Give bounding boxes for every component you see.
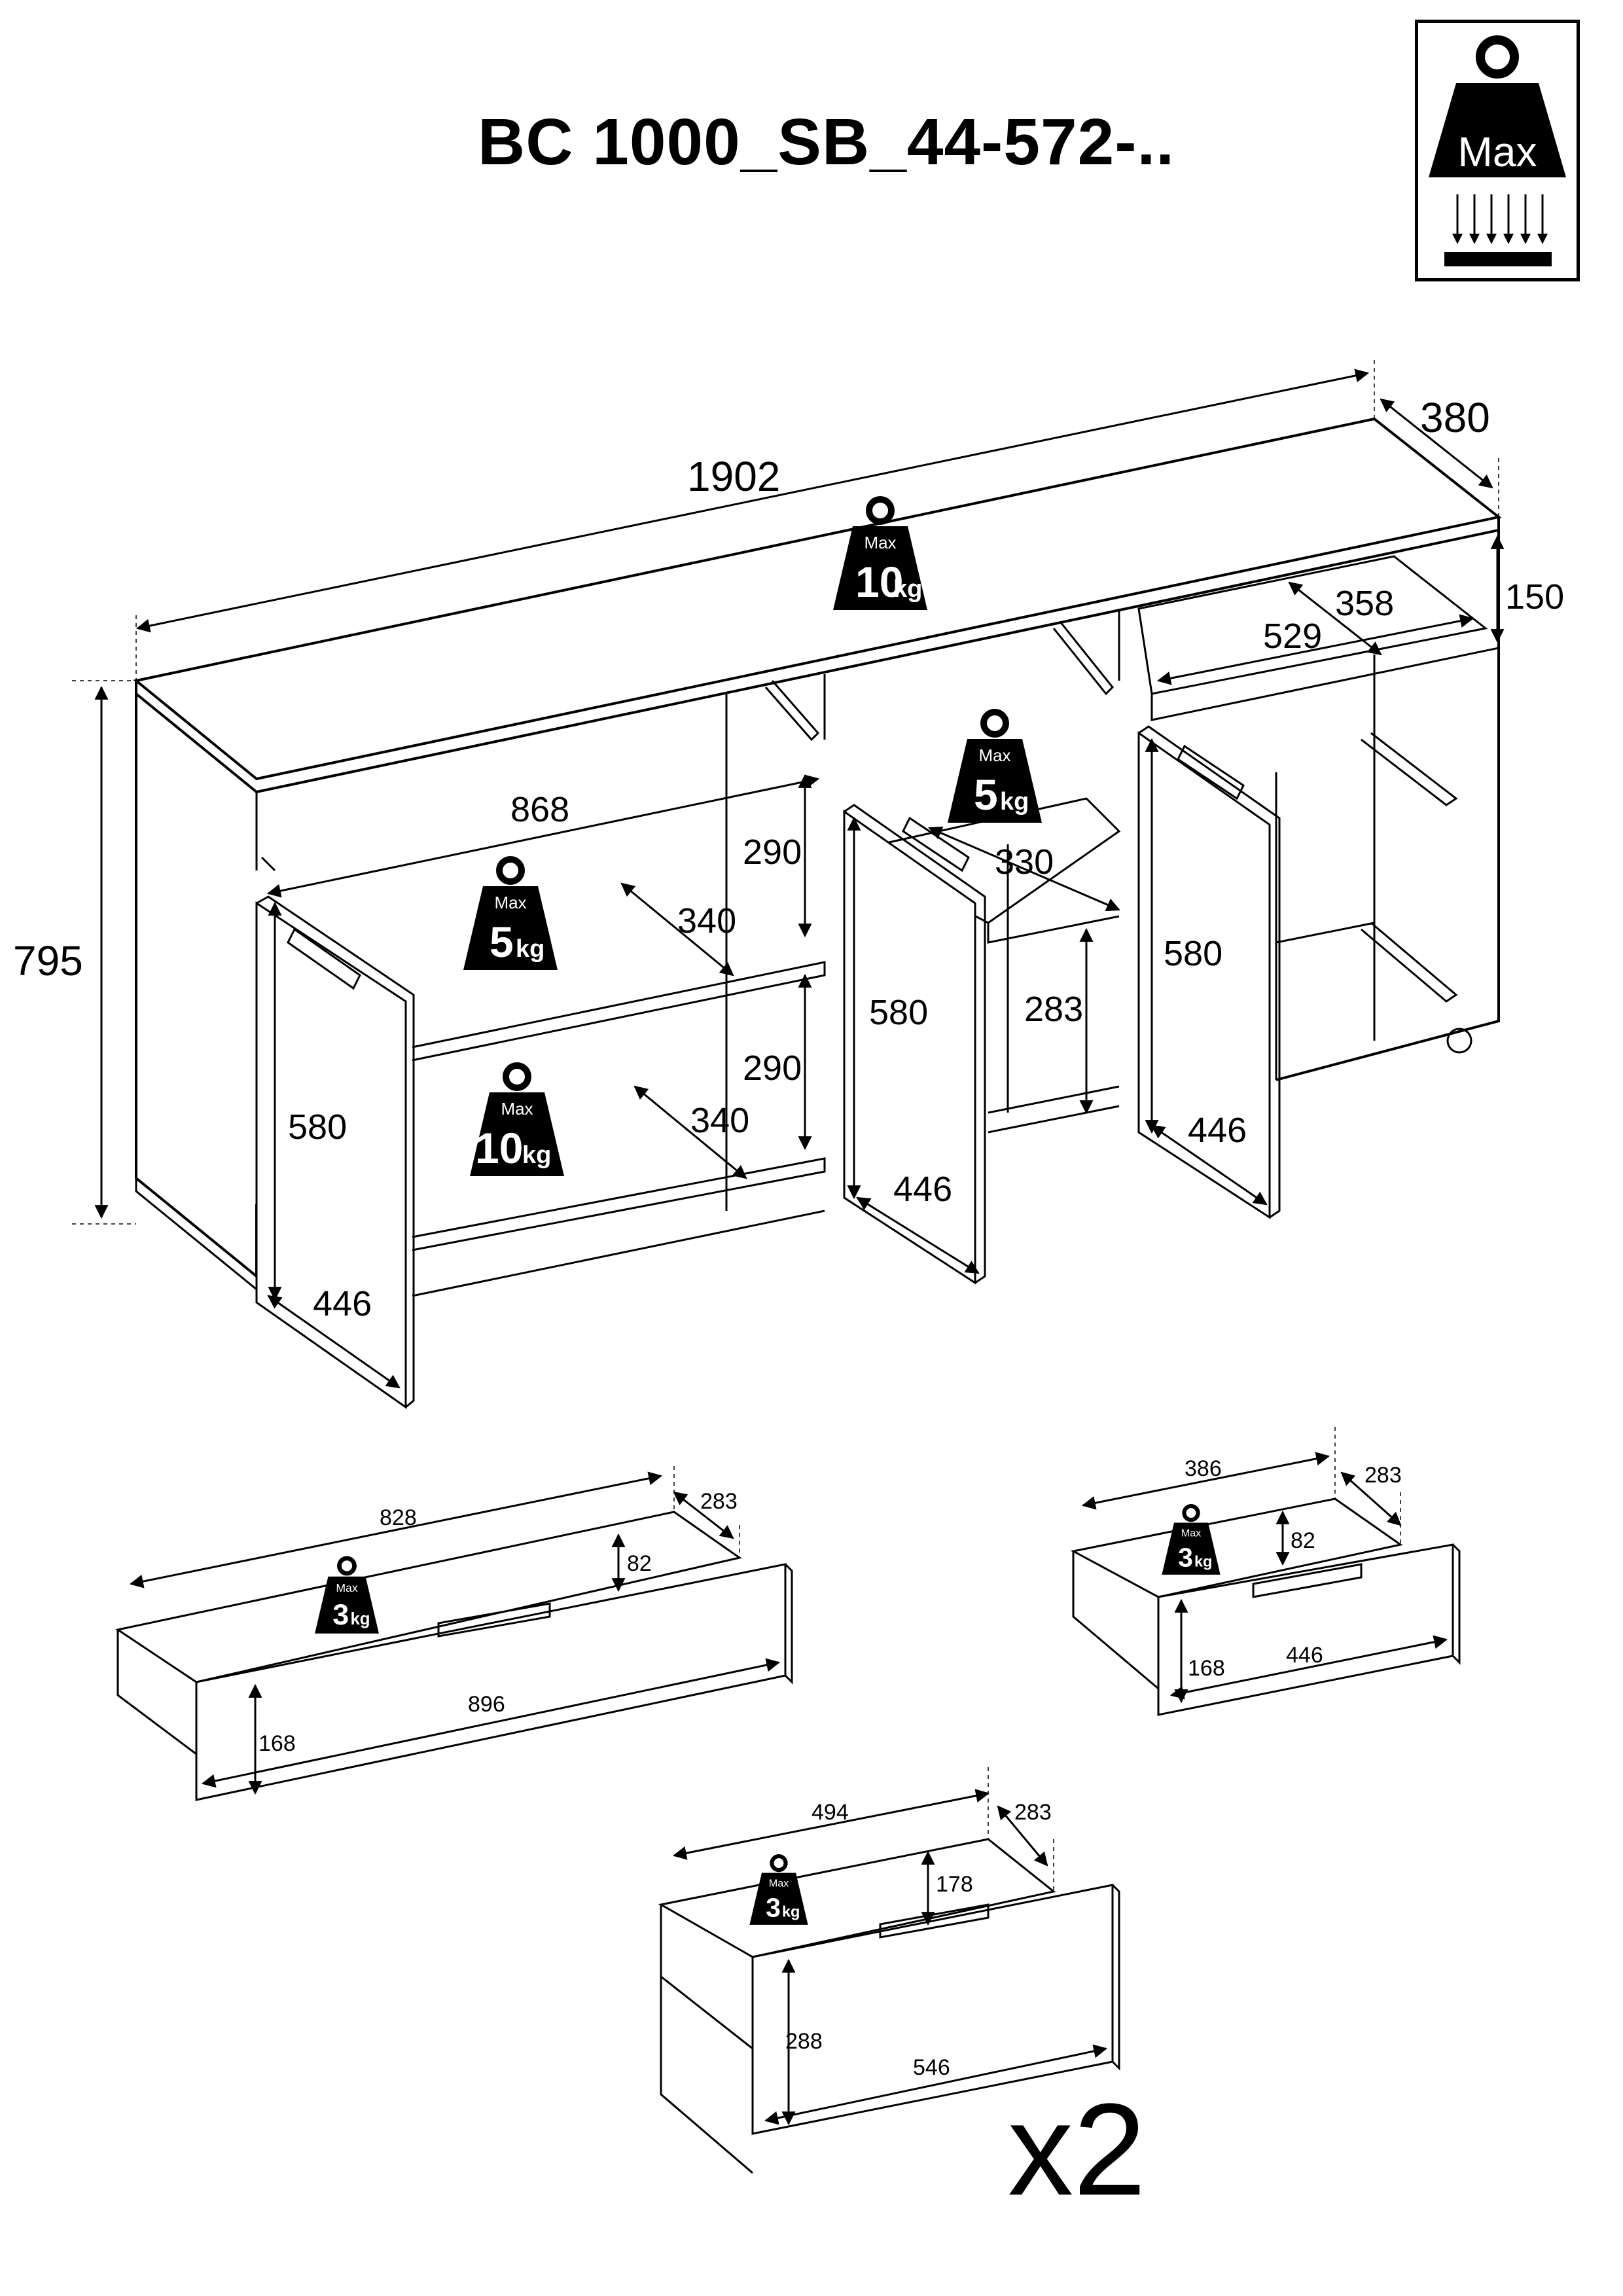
dim-drawer-wide-inner-width: 828: [380, 1505, 417, 1530]
svg-text:Max: Max: [501, 1099, 533, 1119]
svg-text:kg: kg: [782, 1903, 800, 1920]
dim-left-shelf-depth-lower: 340: [690, 1101, 749, 1140]
dim-drawer-deep-front-width: 546: [913, 2055, 950, 2080]
svg-text:kg: kg: [1000, 788, 1029, 816]
svg-text:3: 3: [1178, 1542, 1193, 1572]
weight-icon-drawer-deep: Max 3 kg: [749, 1856, 808, 1925]
weight-icon-top: Max 10 kg: [833, 499, 927, 610]
max-weight-icon: [1429, 35, 1566, 266]
dim-drawer-small-front-height: 168: [1188, 1656, 1225, 1681]
svg-text:Max: Max: [769, 1878, 789, 1890]
dim-top-cavity-height: 150: [1505, 577, 1564, 617]
drawer-deep: 494 283 178 546 288: [658, 1767, 1120, 2174]
dim-left-shelf-depth-upper: 340: [677, 901, 736, 941]
dim-middle-shelf-depth: 330: [995, 842, 1054, 882]
svg-text:kg: kg: [522, 1141, 551, 1169]
svg-text:kg: kg: [350, 1610, 370, 1628]
weight-icon-drawer-small: Max 3 kg: [1162, 1506, 1220, 1575]
dim-middle-door-height: 580: [869, 993, 928, 1032]
svg-text:Max: Max: [978, 745, 1010, 765]
dim-drawer-small-inner-width: 386: [1185, 1456, 1222, 1481]
svg-text:kg: kg: [516, 935, 544, 963]
svg-text:Max: Max: [864, 533, 896, 552]
middle-door: [843, 804, 986, 1285]
dim-drawer-small-depth: 283: [1364, 1463, 1402, 1488]
svg-text:kg: kg: [893, 575, 922, 603]
dim-overall-height: 795: [13, 937, 83, 984]
dim-drawer-deep-depth: 283: [1014, 1800, 1052, 1825]
dim-left-door-height: 580: [288, 1107, 347, 1147]
svg-text:5: 5: [490, 918, 514, 966]
main-dimension-labels: 1902 380 795 150 358 529 868 340 340 290…: [13, 394, 1564, 1323]
max-load-legend: Max: [1415, 20, 1580, 281]
drawer-small: 386 283 82 446 168: [1070, 1427, 1461, 1716]
dim-right-door-height: 580: [1164, 934, 1222, 973]
dim-left-shelf-gap-upper: 290: [743, 833, 802, 872]
page-title: BC 1000_SB_44-572-..: [478, 105, 1175, 179]
weight-icon-drawer-wide: Max 3 kg: [315, 1558, 379, 1634]
dim-drawer-wide-inner-height: 82: [627, 1551, 652, 1576]
main-dimension-lines: [72, 360, 1505, 1389]
dim-left-shelf-gap-lower: 290: [743, 1049, 802, 1088]
svg-text:Max: Max: [336, 1581, 358, 1594]
svg-text:Max: Max: [494, 893, 526, 912]
dim-top-cavity-width: 529: [1263, 617, 1322, 656]
weight-icon-left-upper-shelf: Max 5 kg: [463, 859, 558, 970]
svg-text:3: 3: [766, 1892, 781, 1922]
max-label: Max: [1457, 128, 1537, 175]
dim-drawer-small-inner-height: 82: [1291, 1528, 1315, 1553]
dim-drawer-wide-front-height: 168: [259, 1731, 296, 1756]
dim-top-cavity-depth: 358: [1335, 584, 1394, 623]
svg-text:Max: Max: [1181, 1528, 1201, 1539]
drawer-wide: 828 283 82 896 168: [115, 1466, 793, 1801]
svg-text:5: 5: [974, 770, 998, 819]
left-door: [255, 895, 415, 1409]
svg-text:3: 3: [332, 1598, 349, 1631]
dim-overall-depth: 380: [1420, 394, 1490, 441]
dim-drawer-deep-front-height: 288: [785, 2029, 823, 2054]
dim-overall-width: 1902: [687, 453, 780, 500]
weight-icon-left-lower-shelf: Max 10 kg: [470, 1066, 564, 1176]
dim-drawer-deep-inner-width: 494: [812, 1800, 849, 1825]
svg-text:kg: kg: [1194, 1552, 1212, 1570]
weight-icon-middle-shelf: Max 5 kg: [948, 712, 1042, 823]
dim-drawer-wide-front-width: 896: [468, 1692, 505, 1717]
dim-drawer-deep-inner-height: 178: [936, 1872, 973, 1897]
dim-right-door-width: 446: [1188, 1111, 1247, 1150]
quantity-multiplier: x2: [1008, 2077, 1147, 2223]
svg-text:10: 10: [475, 1124, 523, 1172]
dim-left-door-width: 446: [313, 1284, 372, 1323]
dim-left-inner-width: 868: [510, 790, 569, 829]
svg-text:10: 10: [855, 558, 903, 606]
dim-drawer-wide-depth: 283: [700, 1489, 738, 1514]
dim-middle-lower-height: 283: [1024, 990, 1083, 1029]
right-door: [1137, 725, 1281, 1219]
dim-drawer-small-front-width: 446: [1286, 1643, 1323, 1668]
dim-middle-door-width: 446: [893, 1170, 952, 1209]
